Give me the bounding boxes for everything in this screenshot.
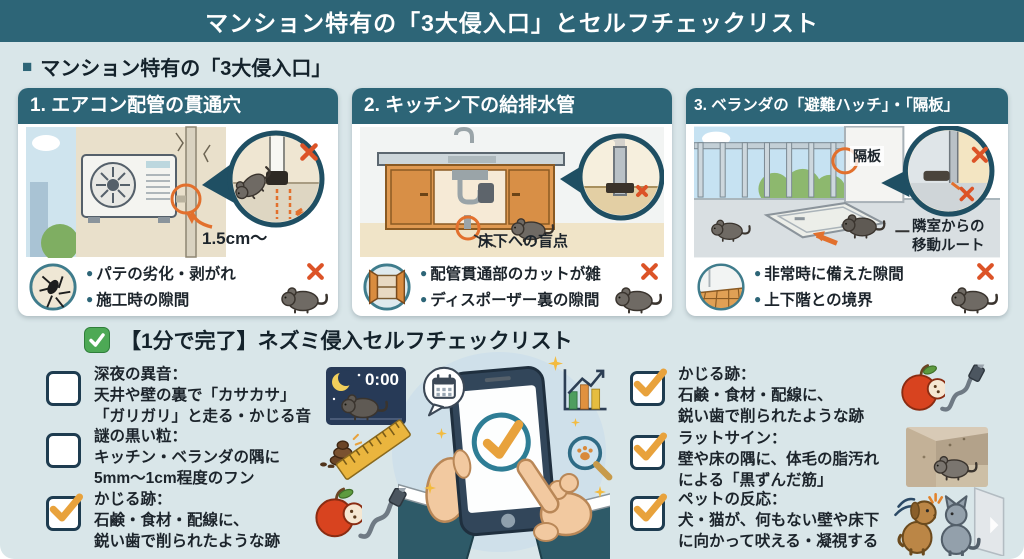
checkbox[interactable] [630,435,665,470]
partition-label: 隔板 [850,146,884,166]
panel-kitchen-pipes: 2. キッチン下の給排水管 [352,88,672,316]
panel-veranda-hatch: 3. ベランダの「避難ハッチ」・「隔板」 [686,88,1008,316]
rat-sign-corner-icon [906,427,988,487]
x-mark-icon [305,261,326,282]
bullet-line: ●非常時に備えた隙間 [754,266,904,283]
hatch-floor-icon [697,263,745,311]
item-line: 「ガリガリ」と走る・かじる音 [94,408,312,425]
veranda-illustration [694,126,1000,258]
night-noise-icon: 0:00 [326,367,406,425]
x-mark-icon [639,261,660,282]
panel1-illustration: 1.5cm〜 [26,126,330,258]
item-title: かじる跡： [678,366,756,383]
checklist-item: かじる跡： 石鹸・食材・配線に、 鋭い歯で削られたような跡 [630,364,864,427]
sparkle-icon [571,418,580,427]
wall-crack-icon [29,263,77,311]
item-title: ラットサイン： [678,430,787,447]
item-line: 天井や壁の裏で「カサカサ」 [94,387,296,404]
route-label: 隣室からの移動ルート [912,219,985,254]
checklist-item: ラットサイン： 壁や床の隅に、体毛の脂汚れ による「黒ずんだ筋」 [630,428,879,491]
item-line: に向かって吠える・凝視する [678,533,879,550]
clock-time: 0:00 [364,370,399,389]
aircon-unit-illustration [26,126,325,258]
item-line: 犬・猫が、何もない壁や床下 [678,512,880,529]
mouse-icon [950,282,1000,314]
bullet-line: ●ディスポーザー裏の隙間 [420,292,600,309]
item-line: 5mm〜1cm程度のフン [94,470,255,487]
kitchen-sink-illustration [360,126,664,257]
gap-size-label: 1.5cm〜 [202,229,268,248]
item-line: キッチン・ベランダの隅に [94,449,281,466]
checkbox[interactable] [46,496,81,531]
x-mark-icon [975,261,996,282]
magnifier-icon [564,432,614,482]
item-title: 深夜の異音： [94,366,188,383]
item-line: 鋭い歯で削られたような跡 [94,533,281,550]
section-heading-text: マンション特有の「3大侵入口」 [40,58,332,80]
panel2-title: 2. キッチン下の給排水管 [352,88,672,124]
panel-aircon-pipe: 1. エアコン配管の貫通穴 [18,88,338,316]
sparkle-icon [594,486,606,498]
checkbox[interactable] [630,371,665,406]
mouse-icon [614,282,664,314]
square-bullet-icon: ■ [22,57,33,76]
sparkle-icon [424,482,436,494]
checkbox[interactable] [630,496,665,531]
item-title: ペットの反応： [678,491,787,508]
chewed-cable-icon [356,486,410,544]
calendar-bubble-icon [419,365,469,419]
item-line: による「黒ずんだ筋」 [678,472,833,489]
panel1-bullets: ●パテの劣化・剥がれ ●施工時の隙間 [18,258,338,314]
title-banner: マンション特有の「3大侵入口」とセルフチェックリスト [0,0,1024,42]
trend-chart-icon [558,365,610,415]
item-line: 壁や床の隅に、体毛の脂汚れ [678,451,880,468]
panel3-title: 3. ベランダの「避難ハッチ」・「隔板」 [686,88,1008,124]
green-check-icon [84,327,110,353]
bullet-line: ●施工時の隙間 [86,292,190,309]
blind-spot-label: 床下への盲点 [478,233,569,250]
section-heading: ■ マンション特有の「3大侵入口」 [22,52,331,81]
checklist-item: ペットの反応： 犬・猫が、何もない壁や床下 に向かって吠える・凝視する [630,489,879,552]
panel3-bullets: ●非常時に備えた隙間 ●上下階との境界 [686,258,1008,314]
checklist-item: 深夜の異音： 天井や壁の裏で「カサカサ」 「ガリガリ」と走る・かじる音 [46,364,311,427]
item-line: 石鹸・食材・配線に、 [678,387,833,404]
checklist-heading-text: 【1分で完了】ネズミ侵入セルフチェックリスト [120,330,573,353]
dog-cat-icon [894,486,1005,556]
open-cabinet-icon [363,263,411,311]
checklist-heading: 【1分で完了】ネズミ侵入セルフチェックリスト [84,325,573,355]
bitten-apple-icon [314,486,362,540]
item-title: かじる跡： [94,491,172,508]
panel2-bullets: ●配管貫通部のカットが雑 ●ディスポーザー裏の隙間 [352,258,672,314]
panel1-title: 1. エアコン配管の貫通穴 [18,88,338,124]
smartphone-hands-illustration [398,366,610,559]
checkbox[interactable] [46,371,81,406]
page-title: マンション特有の「3大侵入口」とセルフチェックリスト [205,10,819,36]
item-line: 鋭い歯で削られたような跡 [678,408,865,425]
panel3-illustration: 隔板 隣室からの移動ルート [694,126,1000,258]
checkbox[interactable] [46,433,81,468]
checklist-item: 謎の黒い粒： キッチン・ベランダの隅に 5mm〜1cm程度のフン [46,426,280,489]
mouse-icon [280,282,330,314]
item-line: 石鹸・食材・配線に、 [94,512,249,529]
chewed-cable-icon [938,362,988,417]
sparkle-icon [436,428,447,439]
panel2-illustration: 床下への盲点 [360,126,664,258]
bullet-line: ●上下階との境界 [754,292,873,309]
bullet-line: ●配管貫通部のカットが雑 [420,266,601,283]
checklist-item: かじる跡： 石鹸・食材・配線に、 鋭い歯で削られたような跡 [46,489,280,552]
bullet-line: ●パテの劣化・剥がれ [86,266,236,283]
item-title: 謎の黒い粒： [94,428,188,445]
